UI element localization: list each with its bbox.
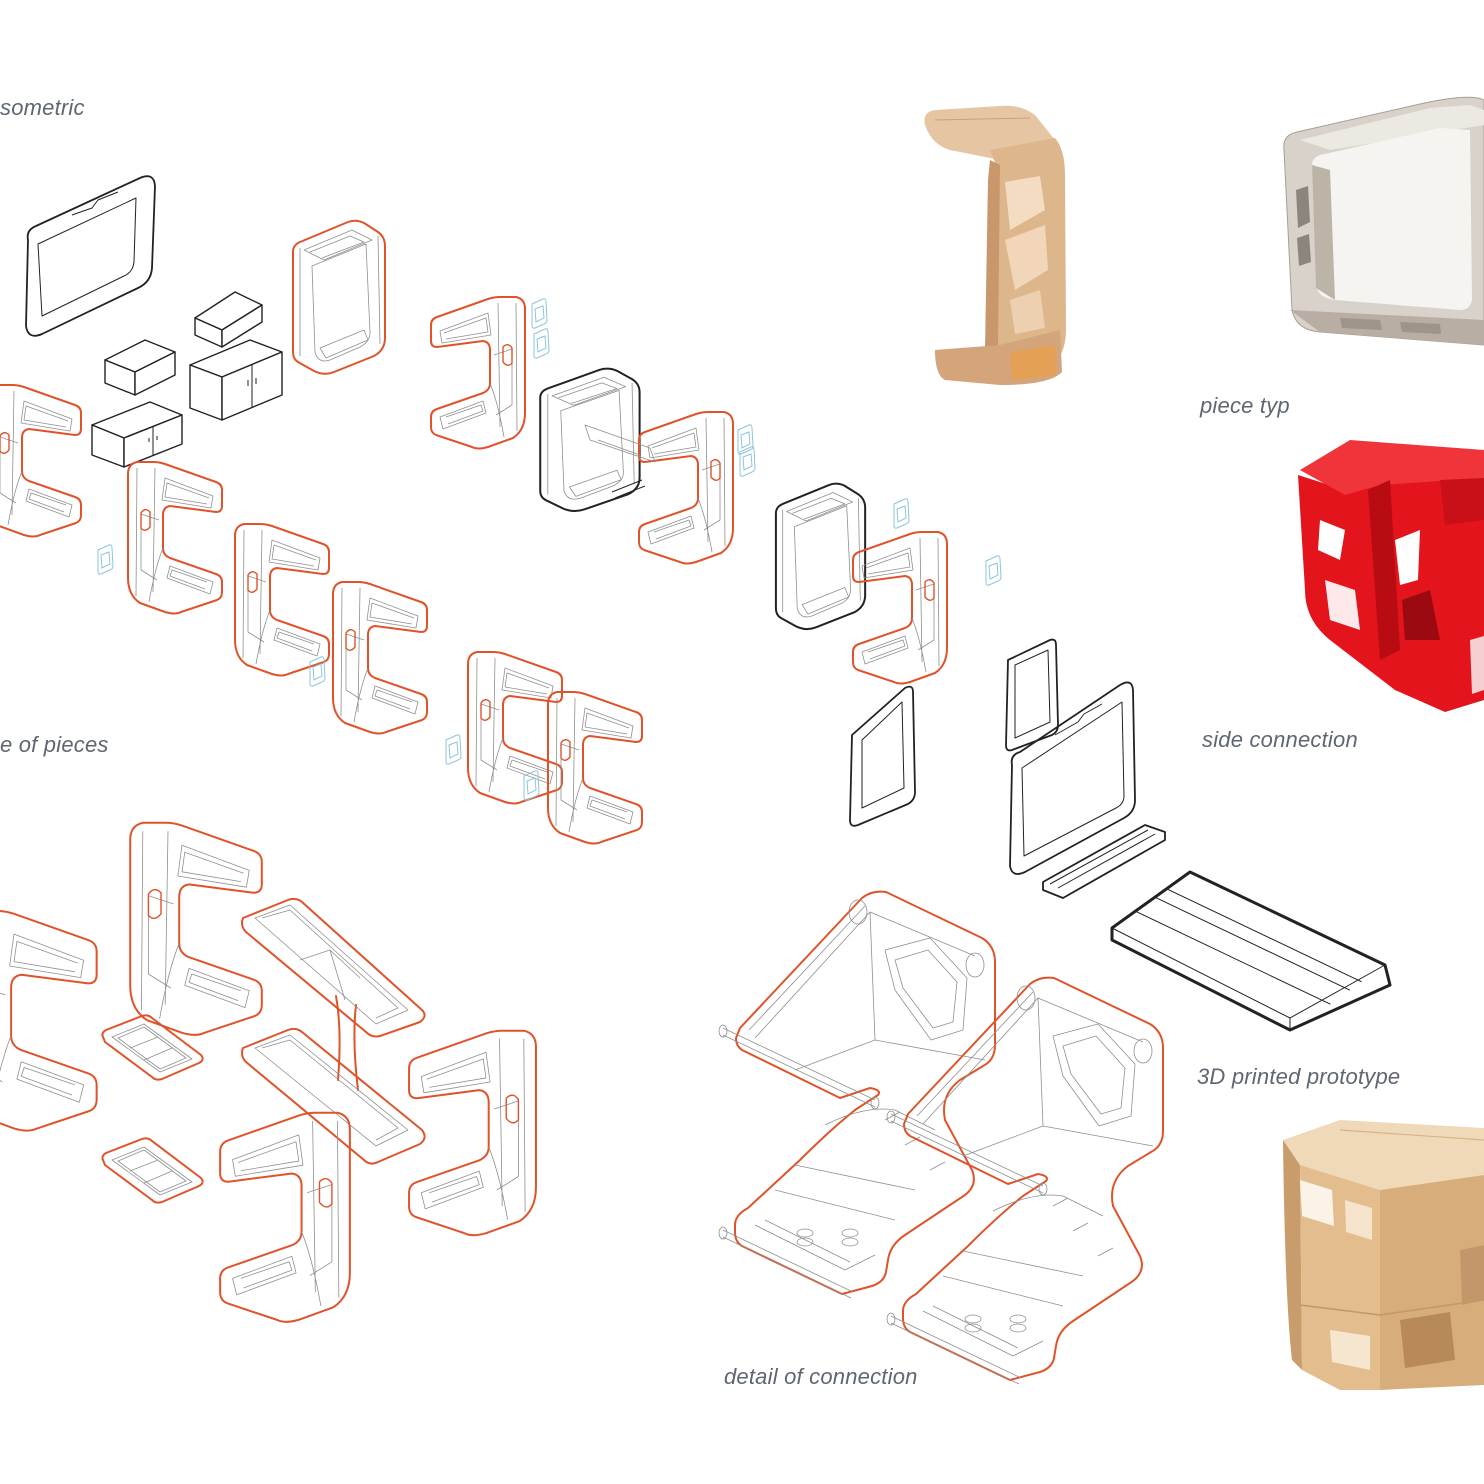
label-isometric: sometric: [0, 95, 85, 120]
piece-c-04: [638, 411, 734, 565]
connector-clip: [97, 544, 114, 575]
floor-plate: [1110, 870, 1392, 1032]
detail-piece-1: [718, 890, 996, 1299]
photo-prototype-red-side-connection: [1298, 440, 1484, 712]
piece-c-08: [332, 581, 428, 735]
frame-panel-window: [1009, 681, 1136, 875]
frame-outline-top-left: [25, 175, 156, 337]
piece-c-07: [234, 523, 330, 677]
piece-long-horizontal: [242, 899, 425, 1164]
box-small-a: [104, 339, 176, 396]
tray-piece-1: [101, 1014, 204, 1081]
connector-clip: [985, 555, 1002, 586]
connector-clip: [445, 734, 462, 765]
photo-prototype-white-frame: [1283, 96, 1484, 346]
piece-c-14: [128, 821, 264, 1037]
piece-c-12: [852, 531, 948, 685]
label-side-connection: side connection: [1202, 727, 1358, 752]
photo-prototype-tan-bracket: [924, 105, 1066, 385]
piece-c-02: [430, 296, 526, 450]
piece-c-05: [0, 384, 82, 538]
connector-clip: [523, 770, 540, 801]
frame-panel-tall: [849, 685, 916, 827]
piece-c-15: [218, 1111, 352, 1324]
label-3d-printed-prototype: 3D printed prototype: [1197, 1064, 1401, 1089]
link-rod: [585, 425, 655, 499]
label-piece-typ: piece typ: [1200, 393, 1290, 418]
box-cabinet-d: [189, 339, 283, 421]
piece-frame-01: [292, 219, 386, 375]
piece-c-16: [407, 1029, 538, 1237]
detail-piece-2: [886, 976, 1164, 1385]
label-detail-of-connection: detail of connection: [724, 1364, 918, 1389]
label-type-of-pieces: e of pieces: [0, 732, 109, 757]
photo-prototype-beige-cube: [1283, 1120, 1484, 1390]
piece-frame-11: [774, 482, 867, 631]
piece-c-06: [127, 461, 223, 615]
connector-clip: [309, 656, 326, 687]
piece-c-13: [0, 909, 99, 1133]
connector-clip: [531, 298, 548, 329]
box-cabinet-c: [91, 401, 183, 468]
box-small-b: [194, 291, 263, 348]
trough-channel: [1042, 824, 1166, 899]
frame-panel-small: [1005, 638, 1059, 752]
connector-clip: [893, 498, 910, 529]
tray-piece-2: [101, 1137, 204, 1204]
connector-clip: [533, 328, 550, 359]
